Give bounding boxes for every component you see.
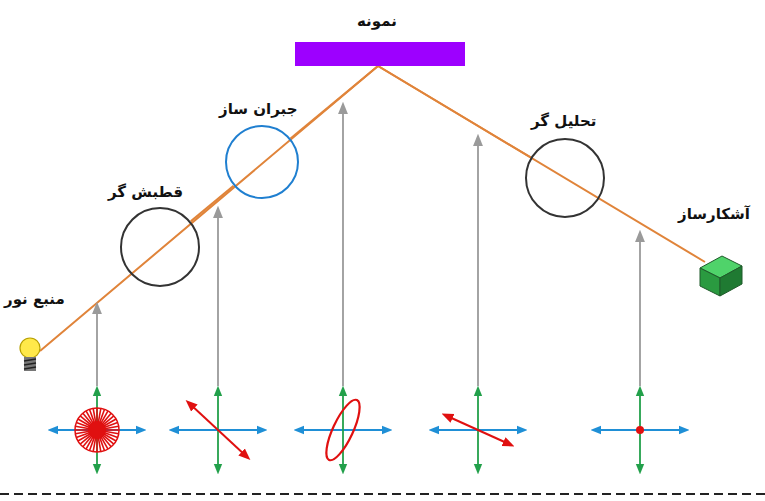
light-beam-segment xyxy=(291,66,378,138)
unpolarized-state xyxy=(75,408,119,452)
polarization-axes xyxy=(53,391,684,469)
null-state-dot xyxy=(636,426,644,434)
compensator-circle: جبران ساز xyxy=(225,125,299,199)
linear-state-rotated xyxy=(447,416,509,444)
pointer-arrows xyxy=(97,108,640,386)
linear-state xyxy=(190,404,246,456)
part-label: نمونه xyxy=(357,12,397,30)
elliptical-state xyxy=(320,396,366,464)
polarizer-circle: قطبش گر xyxy=(120,207,200,287)
part-label: جبران ساز xyxy=(219,100,297,118)
light-beam xyxy=(40,66,705,351)
part-label: قطبش گر xyxy=(108,183,183,201)
light-beam-segment xyxy=(191,186,234,222)
detector-label: آشکارساز xyxy=(678,205,750,223)
detector-box xyxy=(700,256,742,296)
light-bulb xyxy=(20,338,40,371)
part-label: تحلیل گر xyxy=(531,112,596,130)
source-label: منبع نور xyxy=(4,290,65,308)
light-beam-segment xyxy=(378,66,531,157)
sample-plate: نمونه xyxy=(295,42,465,66)
analyzer-circle: تحلیل گر xyxy=(525,138,605,218)
dashed-rule xyxy=(0,493,765,495)
